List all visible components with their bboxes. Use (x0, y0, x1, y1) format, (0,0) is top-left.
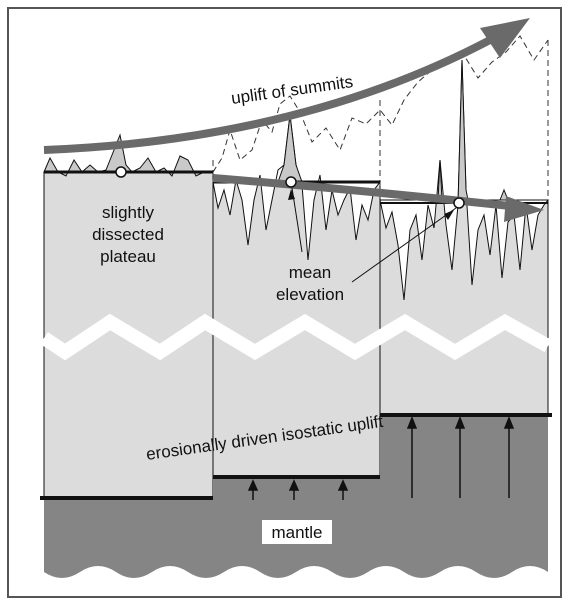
mantle-label-box (262, 520, 332, 544)
break-zigzag (40, 313, 552, 361)
label-mantle: mantle (271, 523, 322, 542)
summit-envelope (212, 35, 549, 173)
label-mean-2: elevation (276, 285, 344, 304)
mean-pointer-2 (351, 207, 457, 283)
label-plateau-3: plateau (100, 247, 156, 266)
mean-point-1 (115, 166, 127, 178)
uplift-arrows (247, 415, 515, 500)
crust-base-lines (40, 413, 552, 500)
label-mean-1: mean (289, 263, 332, 282)
mean-pointer-head-1 (288, 189, 295, 200)
mean-elevation-arrow (212, 174, 544, 222)
mean-pointer-head-2 (444, 210, 454, 220)
uplift-of-summits-arrow (43, 18, 530, 154)
mean-point-3 (453, 197, 465, 209)
relief-block-1 (43, 133, 213, 177)
mantle (44, 417, 548, 578)
mean-point-2 (285, 176, 297, 188)
label-plateau-1: slightly (102, 203, 154, 222)
label-plateau-2: dissected (92, 225, 164, 244)
